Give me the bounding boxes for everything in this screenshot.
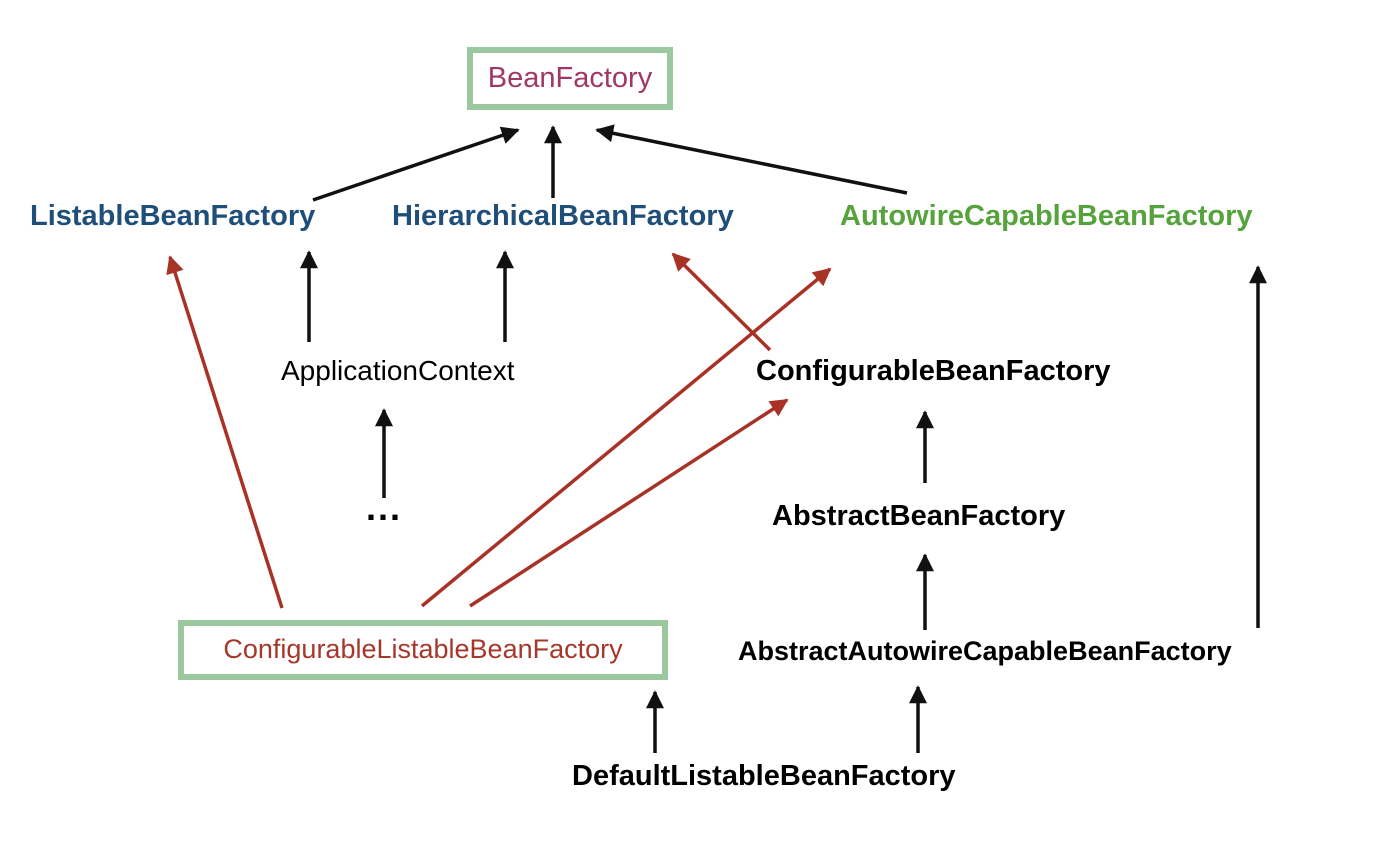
node-hierarchical-bean-factory: HierarchicalBeanFactory (392, 200, 734, 232)
arrow-configurablelistable-to-autowirecapable (420, 267, 832, 608)
node-autowire-capable-bean-factory: AutowireCapableBeanFactory (840, 200, 1253, 232)
node-listable-bean-factory: ListableBeanFactory (30, 200, 316, 232)
arrow-listable-to-beanfactory (312, 126, 520, 202)
arrow-configurablelistable-to-configurablebeanfactory (469, 398, 789, 608)
arrow-configurablebeanfactory-to-hierarchical (671, 252, 772, 352)
node-ellipsis: ... (366, 487, 403, 528)
node-application-context: ApplicationContext (281, 355, 515, 386)
node-abstract-autowire-capable-bean-factory: AbstractAutowireCapableBeanFactory (738, 636, 1232, 666)
node-abstract-bean-factory: AbstractBeanFactory (772, 500, 1066, 532)
node-bean-factory: BeanFactory (467, 47, 673, 110)
arrow-autowirecapable-to-beanfactory (595, 124, 908, 195)
node-configurable-bean-factory: ConfigurableBeanFactory (756, 355, 1111, 387)
arrow-configurablelistable-to-listable (166, 255, 284, 609)
node-default-listable-bean-factory: DefaultListableBeanFactory (572, 760, 956, 792)
node-configurable-listable-bean-factory: ConfigurableListableBeanFactory (178, 620, 668, 680)
